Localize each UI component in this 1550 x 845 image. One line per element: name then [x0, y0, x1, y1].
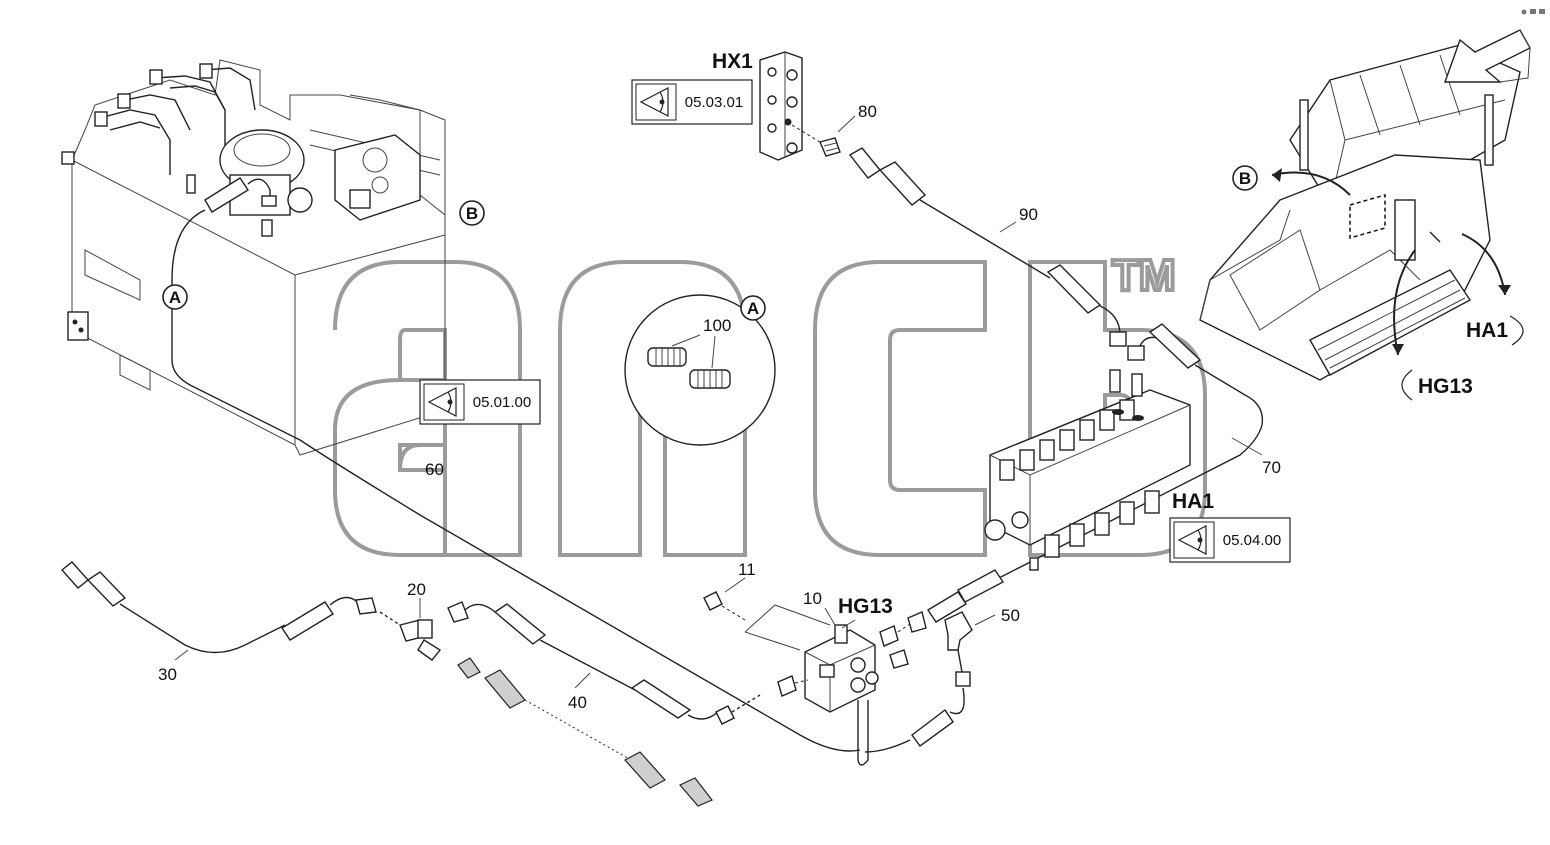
fitting-20: [379, 611, 442, 661]
part-label-90: 90: [1019, 205, 1038, 224]
svg-text:05.01.00: 05.01.00: [473, 394, 531, 411]
part-label-20: 20: [407, 580, 426, 599]
view-marker-b-overview: B: [1232, 165, 1258, 191]
svg-text:A: A: [747, 299, 759, 318]
engine-assembly: [61, 59, 446, 456]
hose-70: [957, 323, 1264, 603]
svg-text:A: A: [169, 288, 181, 307]
paver-overview: [1199, 44, 1521, 381]
view-marker-a-detail: A: [740, 295, 766, 321]
tag-hg13-overview: HG13: [1418, 375, 1473, 398]
bolt-11: [703, 591, 746, 621]
hose-30: [60, 561, 377, 654]
direction-arrow-icon: [1444, 29, 1531, 83]
ha1-valve-stack: [984, 369, 1191, 571]
replacement-hose-ghost: [457, 657, 713, 807]
part-label-40: 40: [568, 693, 587, 712]
view-marker-b-pump: B: [459, 200, 485, 226]
hose-90: [848, 147, 1127, 347]
svg-text:B: B: [1239, 169, 1251, 188]
hg13-adapters: [777, 611, 927, 697]
view-marker-a-pump: A: [162, 284, 188, 310]
reference-box-hx1: 05.03.01: [631, 79, 753, 125]
detail-view-a: [624, 294, 776, 446]
svg-text:05.04.00: 05.04.00: [1223, 532, 1281, 549]
hose-60-upper-fitting: [204, 177, 277, 213]
eye-icon: [427, 387, 457, 417]
tag-hx1: HX1: [712, 50, 753, 73]
spring-sleeve-right: [689, 369, 731, 389]
part-label-100: 100: [703, 316, 731, 335]
part-label-70: 70: [1262, 458, 1281, 477]
part-label-60: 60: [425, 460, 444, 479]
reference-box-main: 05.01.00: [419, 379, 541, 425]
hx1-manifold-block: [759, 51, 803, 161]
part-label-10: 10: [803, 589, 822, 608]
svg-text:05.03.01: 05.03.01: [685, 94, 743, 111]
eye-icon: [1177, 525, 1207, 555]
hose-70-end: [927, 591, 967, 623]
trademark-mark: TM: [1112, 251, 1176, 300]
tag-ha1: HA1: [1172, 490, 1214, 513]
elbow-50: [864, 611, 973, 753]
part-label-80: 80: [858, 102, 877, 121]
logo-icon: [1521, 9, 1545, 15]
tag-hg13: HG13: [838, 595, 893, 618]
hg13-valve-block: [744, 604, 879, 766]
hose-40: [447, 601, 735, 725]
tag-ha1-overview: HA1: [1466, 319, 1508, 342]
reference-box-ha1: 05.04.00: [1169, 517, 1291, 563]
highlight-box: [1349, 194, 1386, 239]
part-label-50: 50: [1001, 606, 1020, 625]
eye-icon: [639, 87, 669, 117]
part-label-30: 30: [158, 665, 177, 684]
fitting-80: [819, 137, 841, 157]
hose-60-line: [171, 209, 861, 752]
part-label-11: 11: [738, 560, 756, 579]
svg-text:B: B: [466, 204, 478, 223]
spring-sleeve-left: [647, 347, 687, 367]
